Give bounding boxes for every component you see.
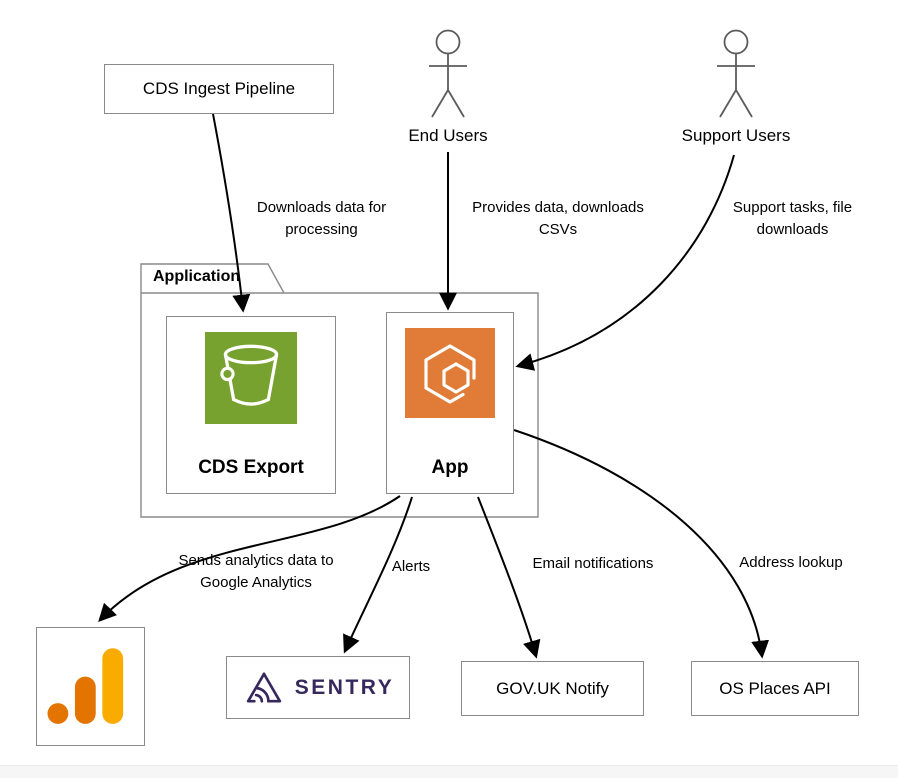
edge-label-app-to-os-places: Address lookup [739,554,843,571]
node-cds-export: CDS Export [166,316,336,494]
node-os-places-api: OS Places API [691,661,859,716]
edge-label-end-users-to-app: Provides data, downloads CSVs [472,199,644,238]
container-service-icon [405,328,495,418]
arrow-app-to-os-places [513,429,770,659]
edge-label-app-to-analytics: Sends analytics data to Google Analytics [178,552,334,591]
node-label-cds-export: CDS Export [198,457,304,478]
arrow-app-to-notify [477,496,541,659]
edge-label-support-users-to-app: Support tasks, file downloads [732,199,853,238]
support-users-label: Support Users [681,126,791,145]
arrow-ingest-to-export [212,113,251,313]
arrow-app-to-sentry [343,496,413,654]
node-google-analytics [36,627,145,746]
end-users-actor-icon [429,29,467,118]
end-users-label: End Users [408,126,488,145]
google-analytics-icon [47,647,123,724]
node-label-os-places-api: OS Places API [719,678,831,698]
arrow-app-to-analytics [98,495,401,622]
sentry-logo-icon [246,672,281,703]
node-label-govuk-notify: GOV.UK Notify [496,678,609,698]
node-app: App [386,312,514,494]
node-cds-ingest-pipeline: CDS Ingest Pipeline [104,64,334,114]
s3-bucket-icon [205,332,297,424]
node-sentry: SENTRY [226,656,410,719]
edge-label-app-to-sentry: Alerts [391,558,431,575]
node-label-sentry: SENTRY [294,675,395,699]
application-group-outline [140,263,539,518]
horizontal-scrollbar-track[interactable] [0,765,898,778]
edge-label-app-to-notify: Email notifications [532,555,654,572]
edge-label-ingest-to-export: Downloads data for processing [256,199,387,238]
support-users-actor-icon [717,29,755,118]
node-label-cds-ingest-pipeline: CDS Ingest Pipeline [142,79,296,98]
node-label-app: App [431,457,469,478]
arrow-support-users-to-app [515,154,735,371]
application-group-title: Application [153,268,241,285]
node-govuk-notify: GOV.UK Notify [461,661,644,716]
